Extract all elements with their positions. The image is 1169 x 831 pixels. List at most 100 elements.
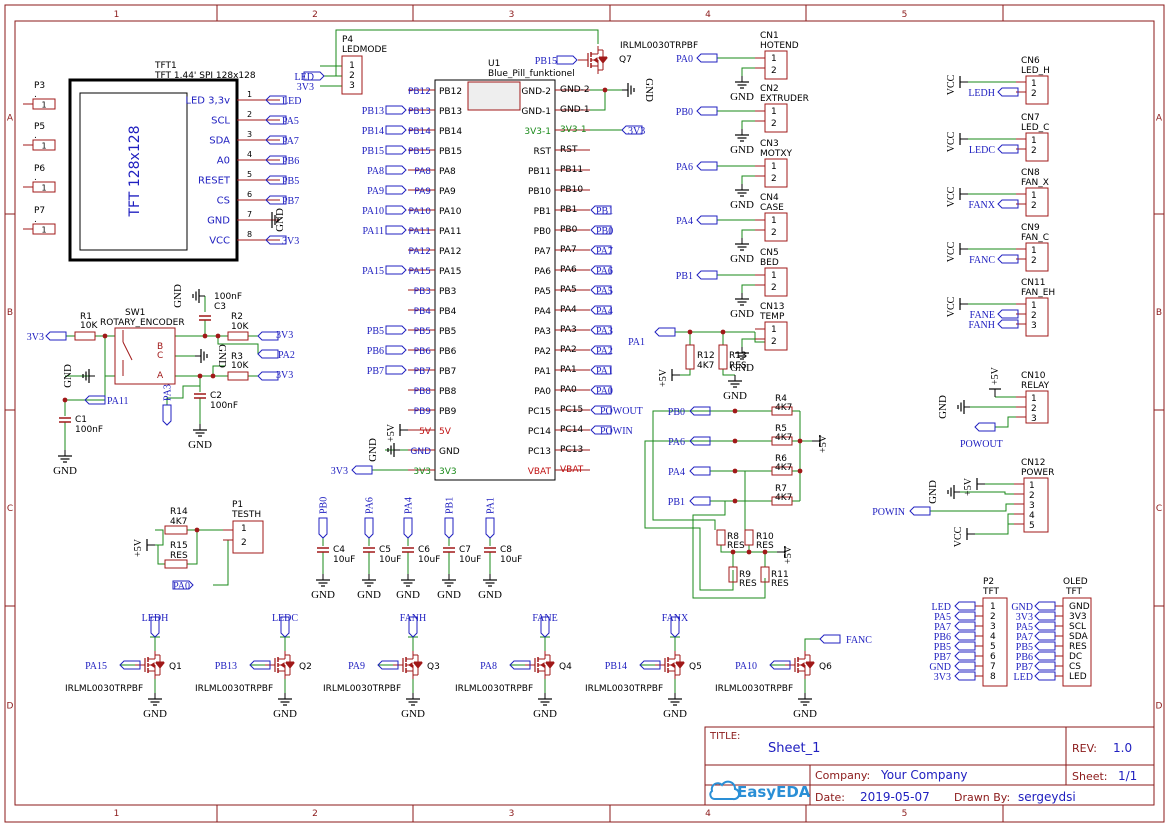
net-label: PA6 bbox=[596, 266, 613, 277]
net-flag bbox=[590, 305, 612, 315]
wire bbox=[644, 440, 735, 591]
junction-dot bbox=[210, 373, 216, 379]
mcu-pin-name: PB9 bbox=[414, 407, 432, 417]
connector-ref: P4 bbox=[342, 35, 353, 45]
test-point-value: . bbox=[34, 215, 37, 225]
net-label: 3V3 bbox=[628, 126, 645, 137]
connector-value: TESTH bbox=[231, 510, 261, 520]
net-flag bbox=[590, 285, 612, 295]
net-label: PA8 bbox=[480, 661, 497, 672]
net-flag-shape bbox=[172, 580, 194, 590]
mcu-pin-name: PB13 bbox=[408, 107, 431, 117]
pin-number: 1 bbox=[1031, 394, 1037, 404]
resistor-value: 10K bbox=[80, 321, 98, 331]
column-label: 4 bbox=[705, 809, 711, 819]
pin-number: 1 bbox=[771, 162, 777, 172]
mcu-pin-name: PA9 bbox=[414, 187, 431, 197]
net-flag bbox=[119, 660, 141, 670]
power-5v-dividers: +5V bbox=[812, 434, 829, 453]
power-5v-power: +5V bbox=[963, 477, 985, 496]
resistor-value: 4K7 bbox=[170, 517, 187, 527]
connector-ref: P1 bbox=[232, 500, 243, 510]
net-label: PA9 bbox=[367, 186, 384, 197]
net-flag bbox=[954, 621, 976, 631]
mcu-pin-name: PB6 bbox=[414, 347, 432, 357]
company-value: Your Company bbox=[880, 768, 968, 782]
mcu-pin-label: 5V bbox=[439, 427, 452, 437]
connector-ref: OLED bbox=[1063, 577, 1088, 587]
wire bbox=[741, 120, 755, 129]
net-flag-pb7 bbox=[265, 195, 287, 205]
mosfet-ref: Q5 bbox=[689, 662, 702, 672]
column-label: 2 bbox=[312, 809, 318, 819]
body-arrow bbox=[800, 662, 805, 668]
pin-number: 2 bbox=[1029, 491, 1035, 501]
net-flag-label: PA4 bbox=[404, 497, 415, 514]
pin-name: DC bbox=[1069, 652, 1082, 662]
net-label: POWIN bbox=[872, 507, 905, 518]
net-flag-shape bbox=[318, 517, 328, 539]
connector-ref: P2 bbox=[983, 577, 994, 587]
net-flag bbox=[540, 616, 550, 638]
test-point-ref: P3 bbox=[34, 81, 45, 91]
power-vcc: VCC bbox=[946, 296, 968, 317]
net-flag-powout bbox=[974, 422, 996, 432]
net-flag-shape bbox=[696, 106, 718, 116]
pin-number: 2 bbox=[247, 110, 252, 119]
connector-body bbox=[982, 597, 1008, 687]
pin-number: 2 bbox=[349, 71, 355, 81]
capacitor-value: 100nF bbox=[210, 401, 238, 411]
net-flag-3v3 bbox=[621, 125, 643, 135]
net-label: PA15 bbox=[85, 661, 107, 672]
test-point-value: . bbox=[34, 90, 37, 100]
net-label: PB5 bbox=[367, 326, 384, 337]
net-flag-shape bbox=[385, 205, 407, 215]
mcu-pin-name: PA2 bbox=[534, 347, 551, 357]
ground-encoder: GND bbox=[62, 364, 95, 388]
power-label: VCC bbox=[946, 296, 957, 317]
mcu-pin-name: VBAT bbox=[528, 467, 552, 477]
net-flag-shape bbox=[997, 319, 1019, 329]
connector-value: HOTEND bbox=[760, 41, 799, 51]
wire bbox=[155, 529, 164, 546]
net-label: POWOUT bbox=[960, 439, 1003, 450]
resistor-ref: R11 bbox=[771, 570, 789, 580]
net-flag bbox=[385, 225, 407, 235]
net-label: PA7 bbox=[596, 246, 613, 257]
ground-label: GND bbox=[437, 589, 461, 601]
connector-value: MOTXY bbox=[760, 149, 793, 159]
column-label: 2 bbox=[312, 10, 318, 20]
tft-value: TFT 1.44' SPI 128x128 bbox=[154, 71, 256, 81]
connector-ref: CN6 bbox=[1021, 56, 1040, 66]
mcu-pin-name: PA0 bbox=[534, 387, 551, 397]
mcu-pin-label: PB4 bbox=[439, 307, 457, 317]
connector-value: EXTRUDER bbox=[760, 94, 809, 104]
junction-dot bbox=[732, 438, 738, 444]
resistor-r4 bbox=[771, 406, 793, 416]
mosfet-q2 bbox=[265, 651, 296, 679]
connector-value: LEDMODE bbox=[342, 45, 387, 55]
resistor-value: RES bbox=[729, 361, 747, 371]
tft-body bbox=[68, 78, 239, 262]
net-flag bbox=[997, 319, 1019, 329]
net-flag-shape bbox=[162, 404, 172, 426]
mcu-pin-label: PA6 bbox=[560, 265, 577, 275]
net-flag-powin bbox=[909, 506, 931, 516]
net-flag bbox=[696, 215, 718, 225]
ground-c7: GND bbox=[437, 574, 461, 601]
power-label: +5V bbox=[133, 538, 144, 557]
pin-number: 3 bbox=[349, 81, 355, 91]
pin-number: 2 bbox=[771, 119, 777, 129]
ground-cn13: GND bbox=[730, 347, 754, 374]
mcu-pin-name: PB1 bbox=[534, 207, 551, 217]
net-label: PA0 bbox=[173, 581, 190, 592]
mcu-pin-label: PA10 bbox=[439, 207, 462, 217]
row-label: B bbox=[7, 308, 13, 318]
net-label: PB1 bbox=[676, 271, 693, 282]
net-flag bbox=[150, 616, 160, 638]
net-label: LED bbox=[1014, 672, 1033, 683]
capacitor-c7 bbox=[443, 547, 455, 553]
net-flag-shape bbox=[997, 87, 1019, 97]
ground-label: GND bbox=[937, 395, 949, 419]
